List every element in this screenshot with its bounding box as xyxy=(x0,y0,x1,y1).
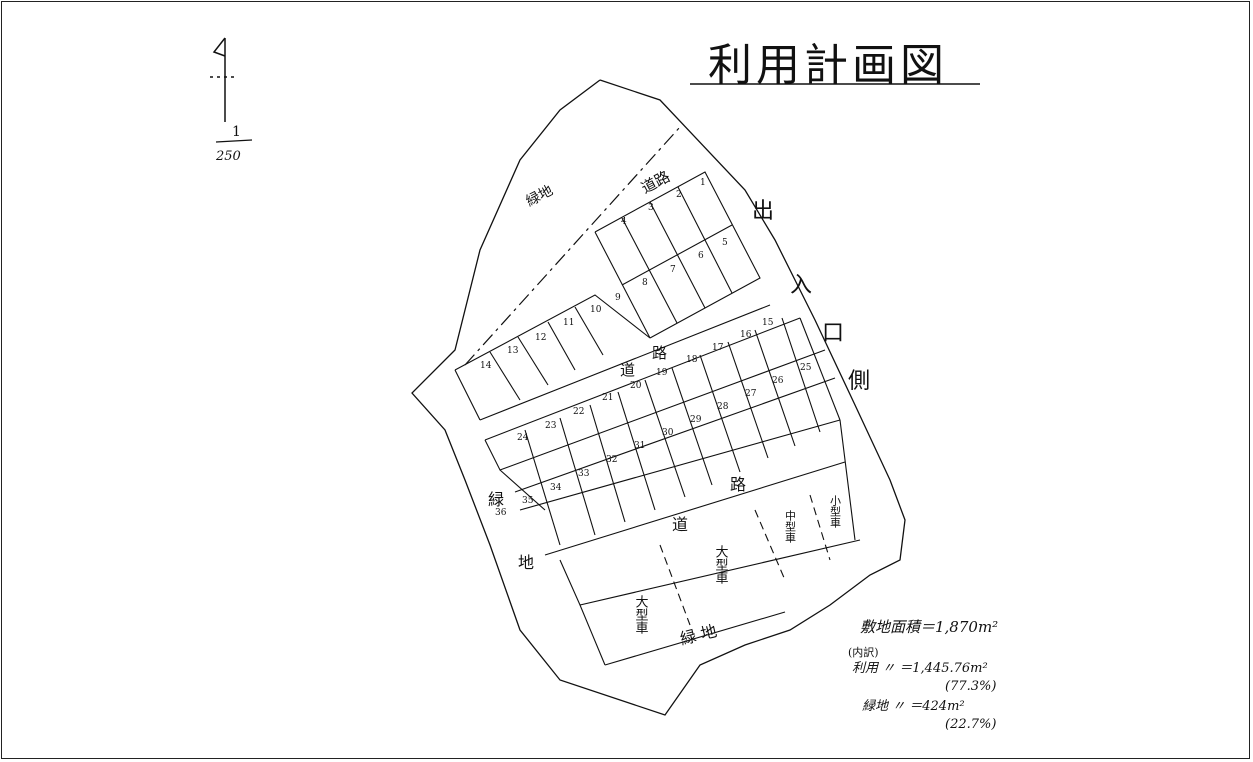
lot-number: 1 xyxy=(700,178,706,188)
lot-number: 25 xyxy=(800,363,812,373)
lot-number: 15 xyxy=(762,318,774,328)
lot-number: 23 xyxy=(545,421,557,431)
lot-number: 22 xyxy=(573,407,584,417)
lot-number: 13 xyxy=(507,346,519,356)
greenbelt-left-label: 緑 xyxy=(488,490,504,509)
entrance-side-label: 側 xyxy=(848,369,870,394)
lot-number: 24 xyxy=(517,433,529,443)
road-mid-label: 路 xyxy=(652,344,667,362)
entrance-side-label: 出 xyxy=(752,199,774,224)
greenbelt-left-label: 地 xyxy=(518,553,534,572)
lot-number: 27 xyxy=(745,389,757,399)
lot-number: 26 xyxy=(772,376,784,386)
scale-numerator: 1 xyxy=(232,124,241,140)
site-area: 敷地面積＝1,870m² xyxy=(860,618,998,636)
lot-number: 12 xyxy=(535,333,546,343)
greenbelt-bottom-label: 緑 地 xyxy=(678,621,719,648)
north-arrow-icon xyxy=(210,37,238,122)
entrance-side-label: 口 xyxy=(822,321,844,346)
lot-number: 2 xyxy=(676,190,682,200)
lot-number: 34 xyxy=(550,483,562,493)
lot-number: 3 xyxy=(648,203,654,213)
lot-grid xyxy=(454,171,861,666)
greenbelt-divider xyxy=(464,126,681,366)
parking-large-2: 大型車 xyxy=(713,545,729,584)
use-area: 利用 〃 ＝1,445.76m² xyxy=(852,661,988,676)
entrance-side-label: 入 xyxy=(790,273,812,298)
scale-denominator: 250 xyxy=(215,149,241,164)
lot-number: 10 xyxy=(590,305,602,315)
lot-number: 17 xyxy=(712,343,724,353)
parking-large-1: 大型車 xyxy=(633,595,649,634)
parking-medium: 中型車 xyxy=(784,510,797,544)
breakdown-label: (内訳) xyxy=(848,645,879,659)
lot-number: 7 xyxy=(670,265,676,275)
green-percent: (22.7%) xyxy=(945,717,996,732)
green-area: 緑地 〃 ＝424m² xyxy=(862,699,965,714)
parking-small: 小型車 xyxy=(829,495,842,529)
lot-number: 19 xyxy=(656,368,668,378)
use-percent: (77.3%) xyxy=(945,679,996,694)
road-bottom-label: 道 xyxy=(672,515,688,534)
site-boundary xyxy=(411,79,906,716)
lot-number: 16 xyxy=(740,330,752,340)
page-title: 利用計画図 xyxy=(708,40,948,91)
lot-number: 35 xyxy=(522,496,534,506)
lot-number: 9 xyxy=(615,293,621,303)
lot-number: 32 xyxy=(606,455,617,465)
road-bottom-label: 路 xyxy=(730,475,746,494)
lot-number: 30 xyxy=(662,428,674,438)
lot-number: 20 xyxy=(630,381,642,391)
road-mid-label: 道 xyxy=(620,361,635,379)
lot-numbers: 1 2 3 4 5 6 7 8 9 10 11 12 13 14 15 16 1… xyxy=(480,178,812,518)
lot-number: 29 xyxy=(690,415,702,425)
lot-number: 14 xyxy=(480,361,492,371)
lot-number: 8 xyxy=(642,278,648,288)
lot-number: 11 xyxy=(563,318,574,328)
lot-number: 4 xyxy=(621,217,627,227)
lot-number: 28 xyxy=(717,402,729,412)
lot-number: 21 xyxy=(602,393,613,403)
lot-number: 18 xyxy=(686,355,698,365)
lot-number: 6 xyxy=(698,251,704,261)
lot-number: 33 xyxy=(578,469,590,479)
lot-number: 36 xyxy=(495,508,507,518)
lot-number: 5 xyxy=(722,238,728,248)
greenbelt-top-label: 緑地 xyxy=(523,183,555,210)
lot-number: 31 xyxy=(634,441,645,451)
